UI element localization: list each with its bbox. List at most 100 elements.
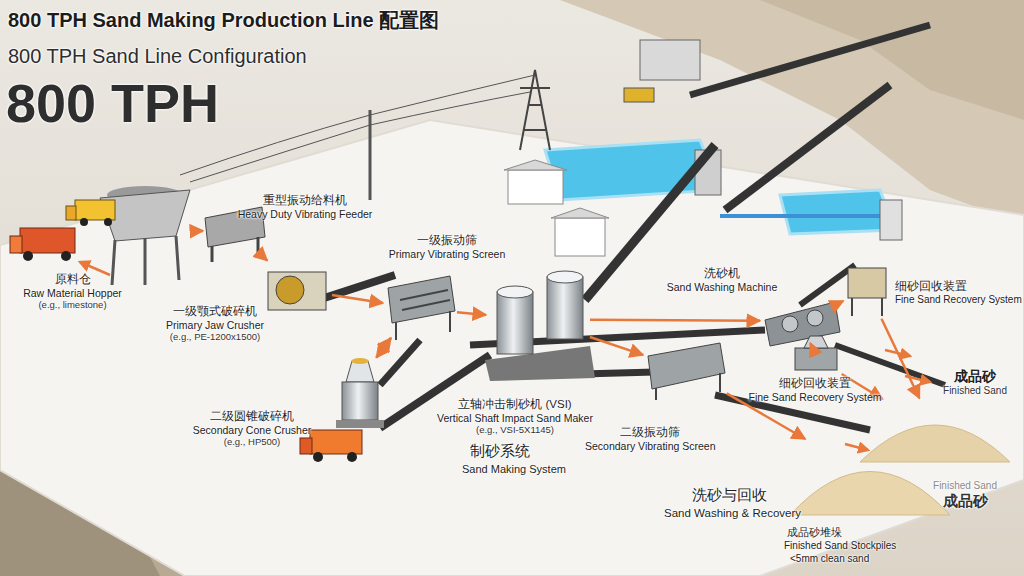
- flow-arrow: [192, 230, 203, 233]
- truck-wheel: [61, 251, 71, 261]
- vibrating-screen: [388, 276, 455, 323]
- flow-arrow: [376, 338, 391, 358]
- flow-arrow: [882, 319, 920, 398]
- equipment-detail: Finished Sand: [930, 385, 1020, 397]
- hydrocyclone: [804, 336, 828, 348]
- washer-wheel: [807, 310, 823, 326]
- equipment-detail: Primary Vibrating Screen: [382, 248, 512, 261]
- dump-truck: [20, 228, 75, 253]
- equipment-name: 二级圆锥破碎机: [187, 410, 317, 424]
- equipment-node: 重型振动给料机Heavy Duty Vibrating Feeder: [205, 205, 265, 255]
- washer-wheel: [782, 316, 798, 332]
- vsi-top: [547, 271, 583, 283]
- equipment-node: Finished Sand成品砂: [792, 440, 942, 510]
- annotation-text: 制砂系统: [470, 443, 530, 460]
- equipment-detail: (e.g., VSI-5X1145): [435, 424, 595, 435]
- power-pole: [369, 110, 372, 200]
- equipment-name: 原料仓: [10, 273, 135, 287]
- truck-wheel: [104, 218, 112, 226]
- screen-frame: [396, 290, 450, 340]
- equipment-detail: (e.g., limestone): [10, 299, 135, 310]
- sand-pile: [790, 472, 950, 516]
- equipment-name: 立轴冲击制砂机 (VSI): [435, 398, 595, 412]
- belt-conveyor: [725, 85, 890, 210]
- belt-conveyor: [800, 265, 855, 305]
- equipment-name: 一级颚式破碎机: [150, 305, 280, 319]
- hopper-legs: [112, 236, 179, 285]
- equipment-detail: Fine Sand Recovery System: [895, 294, 1020, 306]
- equipment-name: 成品砂: [930, 368, 1020, 385]
- flow-arrow: [263, 256, 268, 260]
- cone-crusher: [342, 382, 378, 420]
- flow-arrow: [376, 338, 391, 358]
- building-roof: [551, 208, 609, 218]
- equipment-name: 洗砂机: [657, 267, 787, 281]
- recovery-legs: [852, 298, 882, 316]
- equipment-label: Finished Sand成品砂: [920, 480, 1010, 510]
- equipment-node: 细砂回收装置Fine Sand Recovery System: [845, 262, 890, 317]
- equipment-detail: Heavy Duty Vibrating Feeder: [230, 208, 380, 221]
- crusher-base: [336, 420, 384, 428]
- truck-cab: [10, 236, 22, 253]
- equipment-label: 细砂回收装置Fine Sand Recovery System: [745, 377, 885, 403]
- cone-crusher-cap: [351, 358, 369, 364]
- equipment-node: 二级振动筛Secondary Vibrating Screen: [645, 340, 725, 398]
- equipment-label: 一级颚式破碎机Primary Jaw Crusher(e.g., PE-1200…: [150, 305, 280, 343]
- truck-cab: [300, 438, 312, 454]
- diagram-title: 800 TPH Sand Making Production Line 配置图: [8, 7, 439, 34]
- vsi-sand-maker: [547, 277, 583, 339]
- belt-conveyor: [690, 25, 930, 95]
- equipment-node: 原料仓Raw Material Hopper(e.g., limestone): [100, 185, 190, 280]
- equipment-node: 一级颚式破碎机Primary Jaw Crusher(e.g., PE-1200…: [265, 262, 330, 317]
- equipment-detail: Fine Sand Recovery System: [745, 391, 885, 404]
- feeder-legs: [212, 237, 258, 262]
- equipment-label: 立轴冲击制砂机 (VSI)Vertical Shaft Impact Sand …: [435, 398, 595, 436]
- vsi-sand-maker: [497, 292, 533, 354]
- equipment-name: 重型振动给料机: [230, 194, 380, 208]
- annotation-text: 800 TPH Sand Line Configuration: [8, 45, 307, 67]
- equipment-label: 洗砂机Sand Washing Machine: [657, 267, 787, 293]
- flow-indicator: [845, 444, 868, 450]
- truck-wheel: [23, 251, 33, 261]
- annotation-text: 800 TPH: [6, 74, 219, 133]
- equipment-node: 一级振动筛Primary Vibrating Screen: [385, 278, 455, 340]
- equipment-node: 二级圆锥破碎机Secondary Cone Crusher(e.g., HP50…: [338, 355, 380, 427]
- flow-arrow: [590, 337, 643, 355]
- equipment-detail: Secondary Vibrating Screen: [585, 440, 715, 453]
- wheel-loader: [624, 88, 654, 102]
- equipment-node: 细砂回收装置Fine Sand Recovery System: [792, 345, 842, 373]
- vsi-top: [497, 286, 533, 298]
- plant-platform: [0, 120, 1024, 576]
- belt-conveyor: [380, 340, 420, 385]
- water-pipe: [720, 214, 900, 218]
- vibrating-screen: [648, 343, 725, 389]
- belt-conveyor: [318, 275, 395, 300]
- equipment-node: 洗砂机Sand Washing Machine: [762, 298, 840, 344]
- power-wire: [180, 75, 535, 182]
- annotation-text: Sand Washing & Recovery: [664, 507, 801, 520]
- equipment-detail: Raw Material Hopper: [10, 287, 135, 300]
- dump-truck: [310, 430, 362, 454]
- truck-wheel: [347, 452, 357, 462]
- equipment-node: 立轴冲击制砂机 (VSI)Vertical Shaft Impact Sand …: [488, 262, 588, 377]
- crusher-flywheel: [276, 276, 304, 304]
- flow-arrow: [332, 295, 383, 303]
- annotation-text: <5mm clean sand: [790, 553, 869, 564]
- equipment-label: 二级振动筛Secondary Vibrating Screen: [585, 426, 715, 452]
- recovery-unit: [848, 268, 886, 298]
- equipment-label: 一级振动筛Primary Vibrating Screen: [382, 234, 512, 260]
- jaw-crusher: [268, 272, 326, 310]
- building: [555, 218, 605, 256]
- equipment-name: 二级振动筛: [585, 426, 715, 440]
- plant-structure: [640, 40, 700, 80]
- dump-truck: [75, 200, 115, 220]
- belt-conveyor: [585, 145, 715, 300]
- building: [508, 170, 563, 204]
- truck-wheel: [80, 218, 88, 226]
- equipment-label: 原料仓Raw Material Hopper(e.g., limestone): [10, 273, 135, 311]
- sand-washer: [765, 302, 840, 346]
- cone-crusher-top: [346, 361, 374, 382]
- equipment-label: 重型振动给料机Heavy Duty Vibrating Feeder: [230, 194, 380, 220]
